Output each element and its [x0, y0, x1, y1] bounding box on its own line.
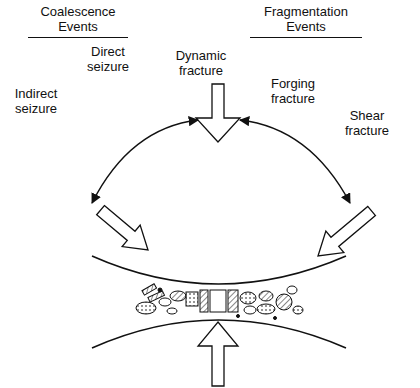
event-label: Direct seizure	[76, 44, 140, 74]
event-label: Shear fracture	[330, 108, 404, 138]
curved-arrow	[92, 120, 198, 203]
event-label: Dynamic fracture	[166, 48, 236, 78]
hollow-arrow	[92, 199, 157, 260]
column-heading: Fragmentation Events	[250, 4, 362, 38]
curved-arrow	[240, 120, 350, 203]
event-label: Indirect seizure	[4, 86, 68, 116]
hollow-arrow	[196, 84, 240, 142]
event-label: Forging fracture	[256, 76, 330, 106]
column-heading: Coalescence Events	[28, 4, 128, 38]
wear-particles	[136, 284, 303, 320]
upper-surface	[92, 256, 346, 284]
hollow-arrow	[198, 322, 238, 386]
